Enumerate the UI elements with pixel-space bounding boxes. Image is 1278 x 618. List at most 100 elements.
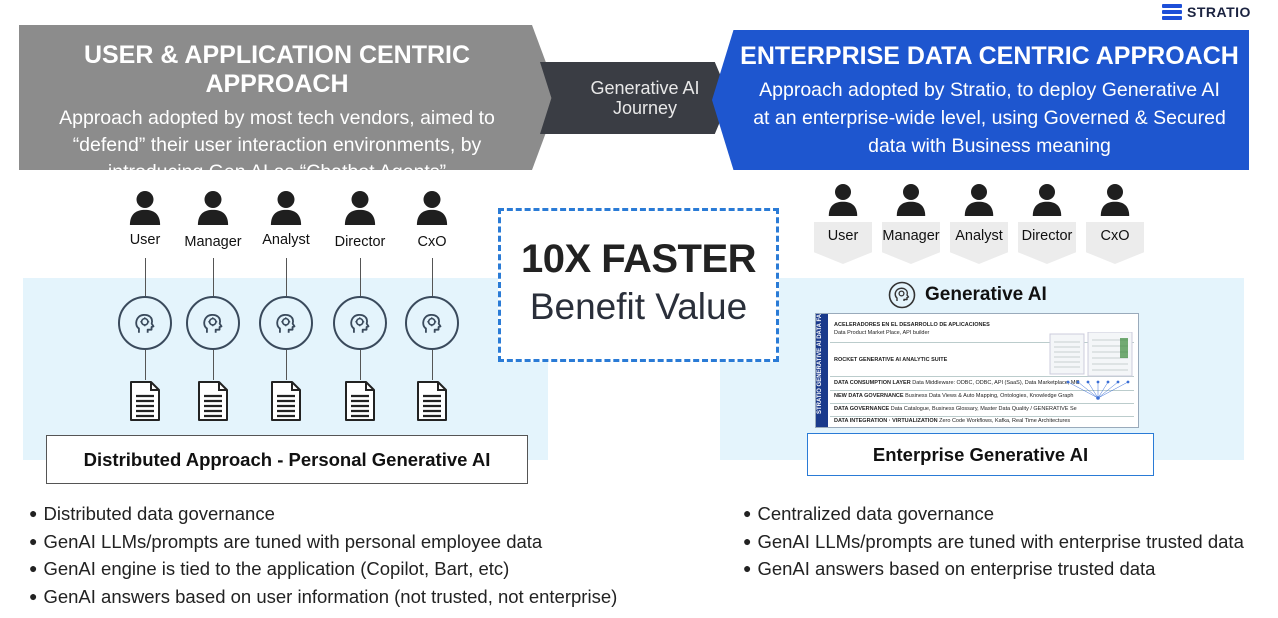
person-icon	[416, 191, 448, 225]
person-tab: User	[814, 222, 872, 264]
screenshot-row: DATA CONSUMPTION LAYER Data Middleware: …	[834, 380, 1080, 386]
person-icon	[828, 184, 858, 216]
connector-line	[145, 258, 146, 296]
benefit-box: 10X FASTER Benefit Value	[498, 208, 779, 362]
connector-line	[145, 350, 146, 380]
stratio-logo: STRATIO	[1162, 4, 1251, 20]
document-icon	[198, 381, 228, 421]
person-label: Manager	[882, 228, 940, 244]
document-icon	[130, 381, 160, 421]
person-icon	[896, 184, 926, 216]
enterprise-person-director: Director	[1018, 183, 1076, 264]
right-banner-line: Approach adopted by Stratio, to deploy G…	[759, 79, 1220, 101]
person-label: Director	[1021, 228, 1073, 244]
connector-line	[360, 350, 361, 380]
screenshot-row: Data Product Market Place, API builder	[834, 330, 930, 336]
enterprise-person-cxo: CxO	[1086, 183, 1144, 264]
person-tab: Director	[1018, 222, 1076, 264]
left-banner-title: USER & APPLICATION CENTRIC APPROACH	[83, 41, 471, 98]
personal-data-document	[344, 380, 376, 427]
enterprise-caption: Enterprise Generative AI	[807, 433, 1154, 476]
generative-ai-heading-text: Generative AI	[925, 284, 1047, 305]
person-cxo	[397, 190, 467, 226]
bullet-item: Distributed data governance	[29, 501, 617, 529]
person-label: Director	[334, 234, 386, 250]
enterprise-bullets: Centralized data governance GenAI LLMs/p…	[743, 501, 1244, 584]
generative-ai-journey-arrow: Generative AI Journey	[540, 62, 730, 134]
bullet-item: GenAI engine is tied to the application …	[29, 556, 617, 584]
connector-line	[432, 350, 433, 380]
personal-data-document	[416, 380, 448, 427]
person-label: User	[827, 228, 859, 244]
stratio-logo-icon	[1162, 4, 1182, 20]
connector-line	[213, 350, 214, 380]
left-banner-description: Approach adopted by most tech vendors, a…	[19, 105, 535, 183]
screenshot-row: DATA INTEGRATION · VIRTUALIZATION Zero C…	[834, 418, 1071, 424]
ai-brain-icon	[888, 281, 916, 309]
person-label: CxO	[417, 234, 447, 250]
journey-line: Journey	[612, 98, 678, 118]
person-director	[325, 190, 395, 226]
ai-brain-icon	[276, 313, 296, 333]
ai-brain-icon	[135, 313, 155, 333]
personal-genai-node	[186, 296, 240, 350]
person-tab: Manager	[882, 222, 940, 264]
bullet-item: GenAI LLMs/prompts are tuned with enterp…	[743, 529, 1243, 557]
journey-label: Generative AI Journey	[575, 78, 705, 118]
bullet-item: GenAI answers based on enterprise truste…	[743, 556, 1244, 584]
screenshot-sidebar	[816, 314, 828, 427]
personal-genai-node	[118, 296, 172, 350]
person-icon	[964, 184, 994, 216]
right-banner-line: at an enterprise-wide level, using Gover…	[753, 107, 1226, 129]
person-analyst	[251, 190, 321, 226]
left-banner-line: Approach adopted by most tech vendors, a…	[59, 107, 495, 129]
person-label: Analyst	[955, 228, 1003, 244]
screenshot-row: ROCKET GENERATIVE AI ANALYTIC SUITE	[834, 357, 948, 363]
personal-data-document	[129, 380, 161, 427]
person-label: Analyst	[262, 232, 310, 248]
person-icon	[270, 191, 302, 225]
enterprise-person-analyst: Analyst	[950, 183, 1008, 264]
enterprise-person-manager: Manager	[882, 183, 940, 264]
person-tab: Analyst	[950, 222, 1008, 264]
personal-genai-node	[259, 296, 313, 350]
ai-brain-icon	[203, 313, 223, 333]
person-label: User	[129, 232, 161, 248]
logo-text: STRATIO	[1187, 4, 1251, 20]
personal-genai-node	[333, 296, 387, 350]
right-banner-title: ENTERPRISE DATA CENTRIC APPROACH	[740, 42, 1239, 70]
bullet-item: Centralized data governance	[743, 501, 1244, 529]
platform-screenshot: STRATIO GENERATIVE AI DATA FABRIC ACELER…	[815, 313, 1139, 428]
right-banner-line: data with Business meaning	[868, 135, 1111, 157]
left-banner-line: “defend” their user interaction environm…	[72, 134, 482, 156]
connector-line	[213, 258, 214, 296]
generative-ai-heading: Generative AI	[888, 281, 1047, 309]
distributed-approach-caption: Distributed Approach - Personal Generati…	[46, 435, 528, 484]
benefit-subline: Benefit Value	[529, 286, 748, 327]
personal-genai-node	[405, 296, 459, 350]
bullet-item: GenAI LLMs/prompts are tuned with person…	[29, 529, 617, 557]
ai-brain-icon	[350, 313, 370, 333]
user-application-banner: USER & APPLICATION CENTRIC APPROACH Appr…	[19, 25, 559, 170]
person-label: CxO	[1100, 228, 1130, 244]
screenshot-dashboard-thumbnail	[1049, 332, 1133, 400]
person-icon	[1032, 184, 1062, 216]
right-banner-description: Approach adopted by Stratio, to deploy G…	[730, 76, 1249, 160]
journey-line: Generative AI	[590, 78, 700, 98]
ai-brain-icon	[422, 313, 442, 333]
benefit-headline: 10X FASTER	[520, 237, 757, 281]
person-icon	[1100, 184, 1130, 216]
connector-line	[286, 258, 287, 296]
connector-line	[286, 350, 287, 380]
person-manager	[178, 190, 248, 226]
connector-line	[432, 258, 433, 296]
person-user	[110, 190, 180, 226]
person-tab: CxO	[1086, 222, 1144, 264]
personal-data-document	[197, 380, 229, 427]
document-icon	[271, 381, 301, 421]
screenshot-row: DATA GOVERNANCE Data Catalogue, Business…	[834, 406, 1077, 412]
person-icon	[129, 191, 161, 225]
person-label: Manager	[184, 234, 242, 250]
left-banner-line: introducing Gen AI as “Chatbot Agents”	[107, 161, 447, 183]
enterprise-data-banner: ENTERPRISE DATA CENTRIC APPROACH Approac…	[712, 30, 1249, 170]
